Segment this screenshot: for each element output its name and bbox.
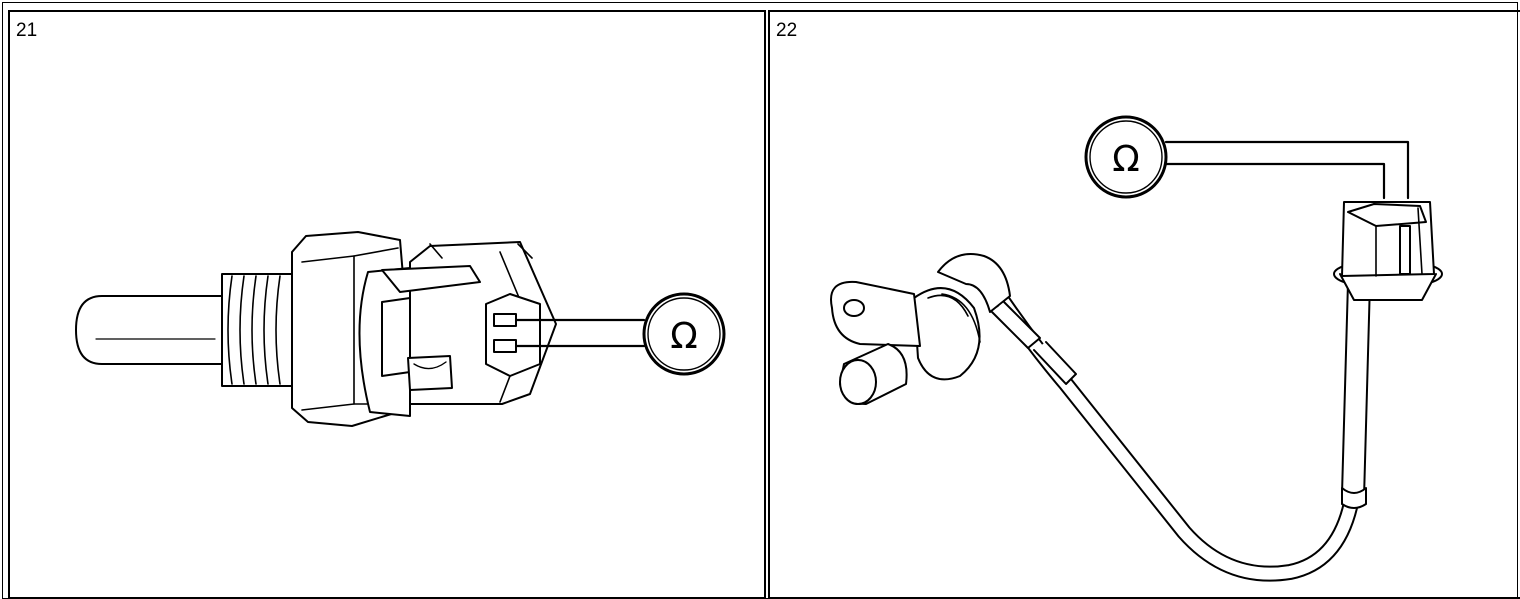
figure-number: 22: [776, 20, 798, 41]
ohmmeter-symbol: Ω: [1112, 139, 1140, 180]
figure-number: 21: [16, 20, 38, 41]
speed-sensor-with-lead-icon: Ω: [830, 115, 1443, 582]
figure-panel-22: 22 Ω: [768, 10, 1520, 599]
ohmmeter-symbol: Ω: [670, 316, 698, 357]
temperature-sensor-connector-icon: Ω: [75, 231, 726, 427]
figure-panel-21: 21 Ω: [8, 10, 766, 599]
